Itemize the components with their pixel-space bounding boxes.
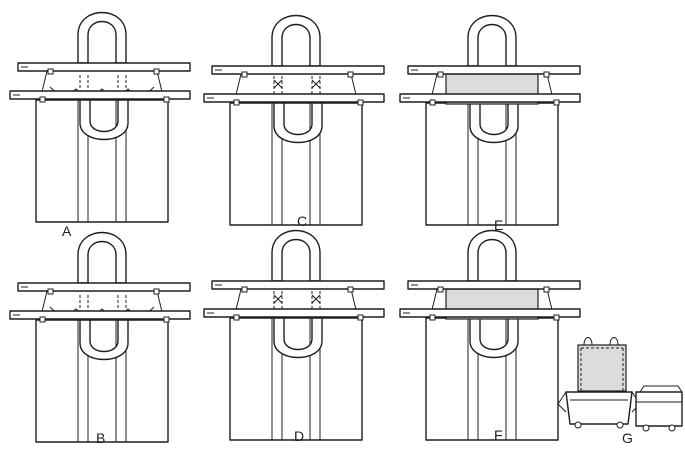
front-hanging-rod [399, 93, 581, 103]
back-handle [77, 231, 127, 284]
back-handle [467, 14, 517, 67]
back-hanging-rod [17, 282, 191, 292]
panel-d [203, 229, 385, 441]
bag-body [425, 317, 559, 441]
bag-body [229, 102, 363, 226]
strap-stitching [273, 291, 321, 317]
box-x-stitch [273, 294, 321, 304]
clip-square [233, 314, 240, 321]
front-handle [79, 319, 129, 361]
back-handle [271, 229, 321, 282]
bag-body [35, 319, 169, 443]
clip-square [241, 286, 248, 293]
detail-loop-right [609, 337, 619, 346]
panel-label-b: B [96, 430, 105, 446]
front-handle [79, 99, 129, 141]
clip-square [39, 316, 46, 323]
clip-square [437, 286, 444, 293]
clip-square [39, 96, 46, 103]
bag-straps [77, 320, 127, 442]
bag-straps [271, 318, 321, 440]
panel-label-c: C [297, 213, 307, 229]
panel-b [9, 231, 191, 443]
strap-stitching [79, 295, 127, 317]
clip-square [543, 71, 550, 78]
front-hanging-rod [203, 308, 385, 318]
clip-square [241, 71, 248, 78]
panel-c [203, 14, 385, 226]
back-hanging-rod [407, 65, 581, 75]
clip-square [347, 71, 354, 78]
clip-square [163, 316, 170, 323]
panel-label-g: G [622, 430, 633, 446]
strap-stitching [79, 75, 127, 97]
panel-f [399, 229, 581, 441]
back-handle [77, 11, 127, 64]
back-hanging-rod [407, 280, 581, 290]
bag-straps [467, 103, 517, 225]
back-handle [467, 229, 517, 282]
clip-square [47, 68, 54, 75]
detail-bag-base [565, 391, 633, 425]
bag-body [229, 317, 363, 441]
rod-end-marks [403, 284, 418, 314]
bag-body [425, 102, 559, 226]
clip-square [543, 286, 550, 293]
rod-end-marks [207, 69, 222, 99]
panel-a [9, 11, 191, 223]
panel-label-f: F [494, 427, 503, 443]
rod-end-marks [13, 66, 28, 96]
front-hanging-rod [9, 90, 191, 100]
back-hanging-rod [211, 280, 385, 290]
panel-label-d: D [294, 428, 304, 444]
rod-end-marks [207, 284, 222, 314]
detail-loop-left [583, 337, 593, 346]
clip-square [153, 68, 160, 75]
detail-shaded-panel [577, 344, 627, 392]
rod-end-marks [403, 69, 418, 99]
strap-stitching [273, 76, 321, 102]
clip-square [437, 71, 444, 78]
front-handle [273, 102, 323, 144]
clip-square [357, 99, 364, 106]
front-handle [273, 317, 323, 359]
front-hanging-rod [9, 310, 191, 320]
rod-end-marks [13, 286, 28, 316]
panel-label-a: A [62, 223, 72, 239]
clip-square [347, 286, 354, 293]
clip-square [233, 99, 240, 106]
bag-straps [271, 103, 321, 225]
panel-e [399, 14, 581, 226]
clip-square [357, 314, 364, 321]
front-hanging-rod [399, 308, 581, 318]
panel-label-e: E [494, 217, 503, 233]
clip-square [429, 99, 436, 106]
back-hanging-rod [17, 62, 191, 72]
clip-square [47, 288, 54, 295]
back-hanging-rod [211, 65, 385, 75]
clip-square [553, 314, 560, 321]
clip-square [163, 96, 170, 103]
back-handle [271, 14, 321, 67]
front-hanging-rod [203, 93, 385, 103]
box-x-stitch [273, 79, 321, 89]
detail-finished-box [635, 391, 683, 427]
clip-square [553, 99, 560, 106]
panel-g-detail [557, 337, 683, 432]
clip-square [429, 314, 436, 321]
bag-straps [77, 100, 127, 222]
clip-square [153, 288, 160, 295]
bag-body [35, 99, 169, 223]
bag-straps [467, 318, 517, 440]
